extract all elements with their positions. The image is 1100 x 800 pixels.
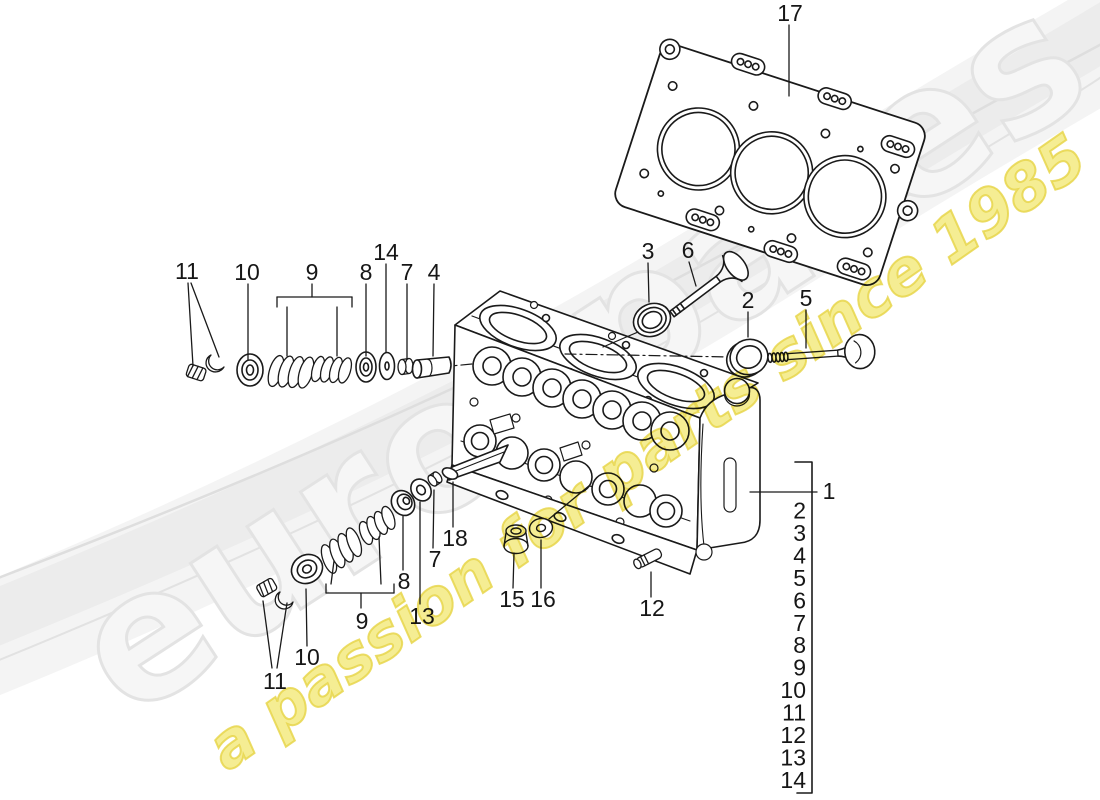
valve-spring-9b [310, 355, 353, 384]
valve-stem-seal-7-lower [427, 471, 443, 487]
callout-label-3: 3 [642, 238, 655, 264]
parts-index-number-4: 4 [793, 542, 806, 568]
parts-index-number-13: 13 [780, 744, 806, 770]
upper-valve-train-parts [185, 351, 452, 389]
spring-retainer-10-lower [290, 553, 324, 585]
callout-label-9-upper: 9 [306, 259, 319, 285]
callout-label-7-upper: 7 [401, 259, 414, 285]
valve-stem-seal-7 [397, 357, 414, 376]
callout-label-8-upper: 8 [360, 259, 373, 285]
swoosh-edge-top [0, 43, 1100, 579]
callout-label-14: 14 [373, 239, 399, 265]
callout-leader-11-upper [190, 282, 220, 358]
callout-leader-11-lower [276, 602, 288, 669]
callout-label-8-lower: 8 [398, 568, 411, 594]
parts-index-bracket [794, 461, 813, 794]
shim-washer-14 [378, 351, 396, 381]
valve-guide-18 [441, 444, 509, 481]
callout-leader-11-lower [262, 600, 273, 669]
callout-label-4: 4 [428, 259, 441, 285]
callout-leader-11-upper [187, 282, 194, 367]
stud-sleeve-15 [503, 524, 529, 555]
lower-valve-train-parts [256, 471, 443, 610]
callout-label-17: 17 [777, 0, 803, 26]
gasket-bores [656, 107, 887, 239]
callout-label-13: 13 [409, 603, 435, 629]
callout-leader-3 [647, 262, 650, 303]
callout-label-9-lower: 9 [356, 608, 369, 634]
callout-leader-7-lower [432, 489, 435, 549]
valve-spring-9b-lower [358, 505, 396, 546]
callout-label-6: 6 [682, 237, 695, 263]
exhaust-valve-5 [767, 333, 876, 370]
dowel-pin-12 [633, 548, 663, 570]
callout-leader-9-lower [330, 560, 335, 585]
callout-label-10-lower: 10 [294, 644, 320, 670]
head-port-boss [723, 377, 751, 407]
valve-spring-9a-lower [320, 527, 363, 574]
washer-16 [528, 517, 554, 539]
parts-index-number-3: 3 [793, 520, 806, 546]
callout-leader-4 [432, 283, 435, 357]
callout-label-7-lower: 7 [429, 546, 442, 572]
callout-leader-9-lower [378, 536, 382, 585]
spring-seat-8 [355, 351, 377, 383]
swoosh-edge-bottom [0, 76, 1100, 661]
valve-seal-ring-3 [632, 302, 672, 338]
parts-index-number-10: 10 [780, 677, 806, 703]
valve-keepers-11 [185, 354, 225, 382]
washer-13 [410, 478, 432, 502]
callout-label-12: 12 [639, 595, 665, 621]
gasket-bolt-holes [639, 80, 900, 258]
intake-valve-6 [669, 250, 749, 318]
spring-retainer-10 [236, 353, 264, 387]
ring3-leader [602, 331, 639, 348]
callout-label-11-lower: 11 [263, 668, 287, 694]
valve-keepers-11-lower [256, 577, 294, 610]
valve-spring-9a [267, 354, 315, 389]
callout-label-18: 18 [442, 525, 468, 551]
parts-index-number-12: 12 [780, 722, 806, 748]
parts-index-number-2: 2 [793, 498, 806, 524]
parts-index-number-5: 5 [793, 565, 806, 591]
valve-guide-4 [411, 356, 452, 379]
valve-seat-ring-2 [725, 338, 769, 378]
callout-label-11-upper: 11 [175, 258, 199, 284]
callout-label-15: 15 [499, 586, 525, 612]
head-lifter-bores [472, 346, 690, 451]
head-intake-ports [479, 304, 715, 410]
callout-leader-10-lower [305, 588, 308, 647]
parts-index-number-7: 7 [793, 610, 806, 636]
head-detail-features [469, 300, 659, 527]
spring-seat-8-lower [390, 489, 416, 517]
gasket-slot-bosses [685, 52, 916, 281]
parts-index-number-8: 8 [793, 632, 806, 658]
head-gasket [614, 38, 926, 286]
callout-label-5: 5 [800, 285, 813, 311]
callout-leader-15 [512, 552, 515, 589]
head-bearing-saddles [460, 424, 691, 528]
callout-label-10-upper: 10 [234, 259, 260, 285]
callout-label-2: 2 [742, 287, 755, 313]
callout-leader-16 [548, 484, 591, 520]
head-end-slot [723, 457, 737, 513]
parts-index-number-6: 6 [793, 587, 806, 613]
callout-label-16: 16 [530, 586, 556, 612]
callout-label-1: 1 [823, 478, 836, 504]
callout-leader-6 [688, 261, 697, 287]
parts-index-number-9: 9 [793, 655, 806, 681]
swoosh-band [0, 2, 1100, 646]
parts-index-number-11: 11 [782, 700, 806, 726]
parts-index-number-14: 14 [780, 767, 806, 793]
